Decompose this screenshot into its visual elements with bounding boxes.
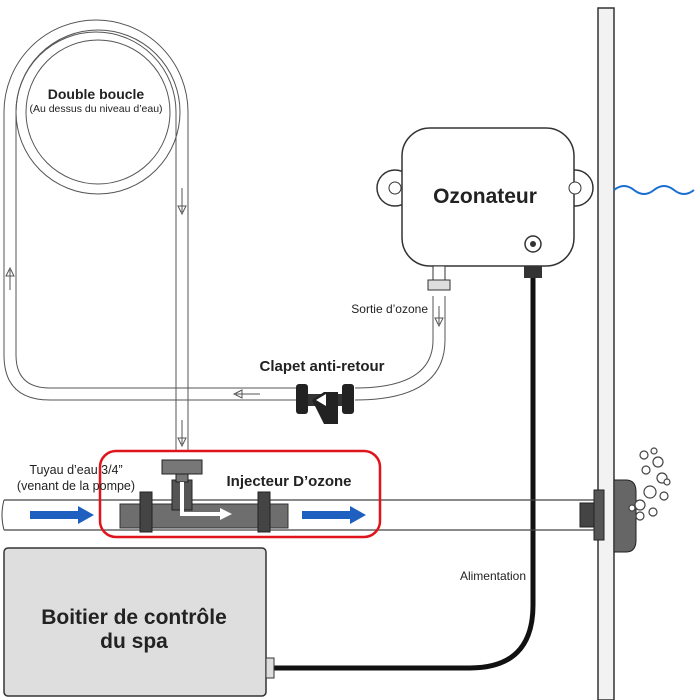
ozonator-unit bbox=[376, 127, 594, 291]
power-label: Alimentation bbox=[460, 569, 526, 583]
ozonator-label: Ozonateur bbox=[433, 185, 537, 208]
flow-arrow-icon bbox=[30, 506, 366, 524]
injector-highlight bbox=[98, 449, 382, 539]
wall-jet-fitting bbox=[579, 479, 637, 553]
double-loop-title: Double boucle bbox=[48, 86, 145, 102]
ozone-injector bbox=[119, 459, 289, 533]
control-box-label: Boitier de contrôle bbox=[41, 606, 227, 629]
double-loop-tubing bbox=[3, 19, 446, 452]
water-pipe-label: Tuyau d’eau 3/4” bbox=[29, 463, 122, 477]
water-pipe-sublabel: (venant de la pompe) bbox=[17, 479, 135, 493]
check-valve-label: Clapet anti-retour bbox=[259, 358, 384, 375]
injector-label: Injecteur D’ozone bbox=[226, 473, 351, 490]
power-cable bbox=[272, 278, 536, 671]
check-valve bbox=[296, 384, 354, 424]
double-loop-subtitle: (Au dessus du niveau d’eau) bbox=[29, 103, 162, 115]
ozone-outlet-label: Sortie d’ozone bbox=[351, 302, 428, 316]
control-box-sublabel: du spa bbox=[100, 630, 168, 653]
bubbles-icon bbox=[628, 447, 671, 521]
tube-direction-arrows bbox=[5, 188, 444, 448]
water-wave-icon bbox=[613, 185, 695, 195]
control-box bbox=[3, 547, 275, 697]
spa-wall bbox=[597, 7, 615, 700]
